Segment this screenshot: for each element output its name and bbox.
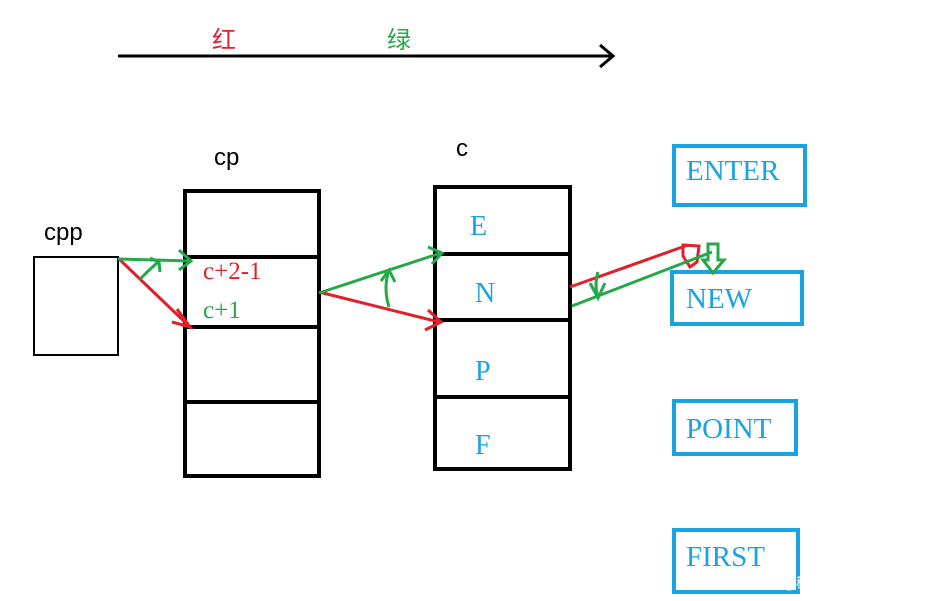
word-enter: ENTER [686, 155, 780, 187]
word-point: POINT [686, 413, 772, 445]
c-cell-n: N [475, 278, 495, 309]
word-box-enter [672, 144, 807, 207]
legend-green-label: 绿 [387, 26, 411, 54]
legend-red-label: 红 [212, 26, 236, 54]
cp-cell-green-text: c+1 [203, 297, 241, 324]
cp-array [183, 189, 321, 478]
green-arrow-c-to-new [571, 242, 728, 308]
cp-label: cp [214, 144, 239, 171]
word-box-point [672, 399, 798, 456]
watermark-text: @稀土掘金技术社区 [782, 576, 908, 592]
word-first: FIRST [686, 541, 765, 573]
red-arrow-cpp-to-cp [116, 256, 194, 330]
red-arrow-cp-to-c [318, 290, 444, 332]
c-label: c [456, 135, 468, 162]
c-cell-e: E [470, 211, 487, 242]
c-array [433, 185, 572, 471]
word-new: NEW [686, 283, 753, 315]
red-arrow-c-to-new [569, 243, 701, 289]
green-arrow-cp-to-c [318, 245, 445, 308]
word-box-first [672, 528, 800, 594]
cp-cell-red-text: c+2-1 [203, 258, 262, 285]
cpp-box [33, 256, 119, 356]
green-arrow-cpp-to-cp [117, 248, 194, 281]
c-cell-f: F [475, 430, 491, 461]
c-cell-p: P [475, 356, 491, 387]
timeline-arrow [118, 43, 616, 69]
cpp-label: cpp [44, 219, 83, 246]
word-box-new [670, 270, 804, 326]
